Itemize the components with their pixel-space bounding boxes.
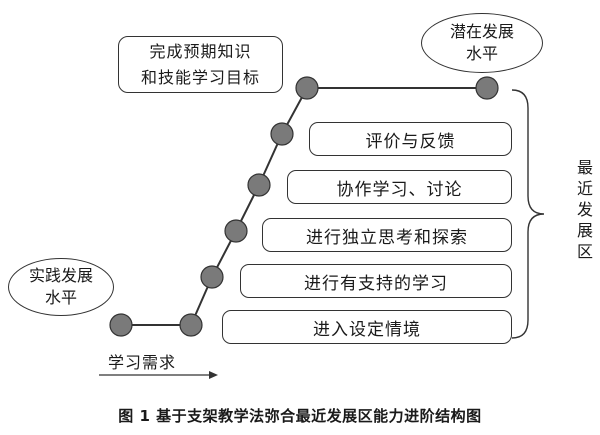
potential-level-line2: 水平 [465,44,498,63]
axis-arrow-head [209,371,218,379]
goal-line1: 完成预期知识 [149,41,252,61]
actual-level-line1: 实践发展 [28,266,93,285]
zone-brace [511,89,545,339]
potential-level-ellipse: 潜在发展 水平 [421,13,543,73]
step-box-4: 协作学习、讨论 [287,170,512,204]
step-label-4: 协作学习、讨论 [336,179,463,200]
actual-level-line2: 水平 [44,288,77,307]
end-node [475,76,499,100]
step-nodes [109,76,499,337]
step-node-1 [179,313,203,337]
step-box-2: 进行有支持的学习 [240,264,512,298]
step-label-5: 评价与反馈 [365,131,456,152]
axis-label: 学习需求 [108,353,177,372]
figure-caption: 图 1 基于支架教学法弥合最近发展区能力进阶结构图 [118,407,482,425]
start-node [109,313,133,337]
step-node-4 [247,173,271,197]
step-node-5 [270,122,294,146]
step-box-5: 评价与反馈 [309,122,512,156]
step-label-3: 进行独立思考和探索 [306,227,468,248]
step-box-3: 进行独立思考和探索 [262,218,512,252]
goal-box: 完成预期知识 和技能学习目标 [118,36,283,93]
potential-level-line1: 潜在发展 [449,22,514,41]
step-label-2: 进行有支持的学习 [304,273,448,294]
step-node-3 [224,219,248,243]
step-label-1: 进入设定情境 [313,319,421,340]
step-box-1: 进入设定情境 [222,310,512,344]
goal-line2: 和技能学习目标 [140,67,260,87]
zone-label: 最近发展区 [576,158,593,261]
goal-node [295,76,319,100]
actual-level-ellipse: 实践发展 水平 [8,258,114,316]
step-node-2 [200,265,224,289]
